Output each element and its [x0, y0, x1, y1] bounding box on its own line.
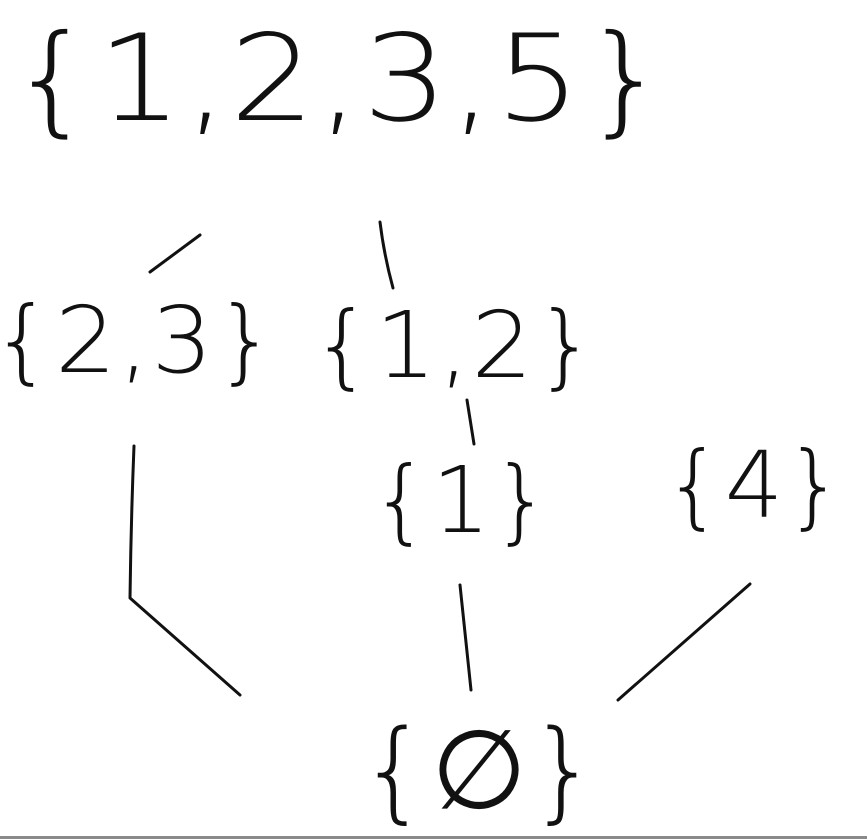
node-root-set: {1,2,3,5}	[9, 10, 671, 149]
node-set-1-2: {1,2}	[311, 292, 599, 399]
node-set-1: {1}	[371, 447, 553, 554]
edge-n4-to-empty	[616, 582, 752, 702]
node-empty-set: {∅}	[359, 706, 601, 834]
edge-n1-to-empty	[458, 583, 473, 692]
edge-root-to-n12	[378, 220, 395, 290]
canvas-bottom-edge	[0, 836, 867, 839]
edge-n23-to-empty	[128, 444, 242, 697]
node-set-2-3: {2,3}	[0, 287, 279, 394]
node-set-4: {4}	[664, 432, 846, 539]
edge-layer	[128, 220, 752, 702]
edge-root-to-n23	[148, 233, 202, 274]
edge-n12-to-n1	[465, 398, 476, 446]
